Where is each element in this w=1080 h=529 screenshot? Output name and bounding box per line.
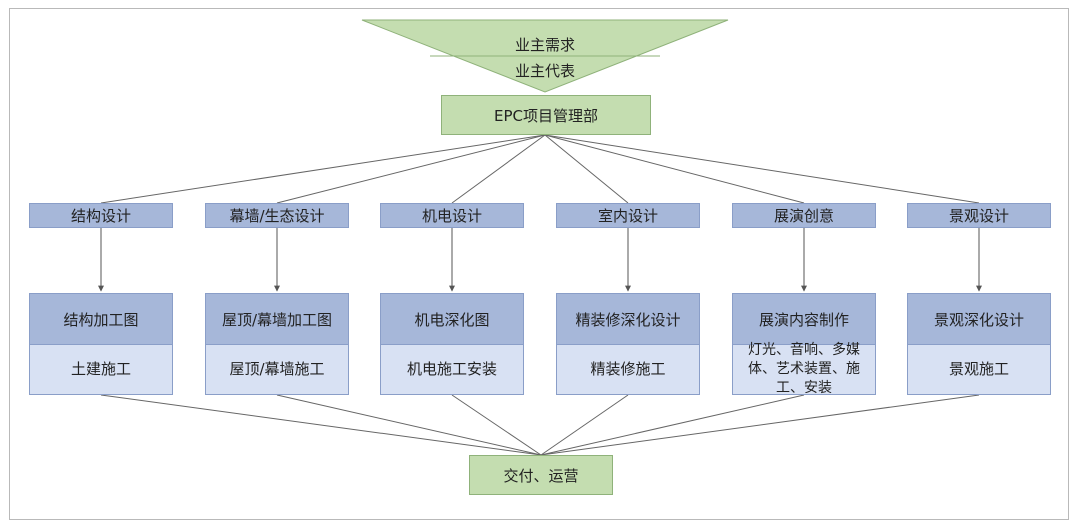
delivery-operation-label: 交付、运营 <box>503 466 579 485</box>
connector-pm-col5 <box>544 134 805 204</box>
epc-management-label: EPC项目管理部 <box>494 106 598 125</box>
detail-box-top: 机电深化图 <box>380 293 524 345</box>
detail-top-label: 结构加工图 <box>63 310 139 329</box>
category-label: 景观设计 <box>948 207 1009 225</box>
detail-bottom-label: 土建施工 <box>70 360 131 379</box>
detail-box-bottom: 景观施工 <box>907 345 1051 395</box>
delivery-operation-box: 交付、运营 <box>469 455 613 495</box>
connector-col5-footer <box>540 394 805 456</box>
connector-pm-col6 <box>544 134 980 204</box>
connector-pm-col1 <box>100 134 546 204</box>
detail-box-top: 展演内容制作 <box>732 293 876 345</box>
connector-pm-col2 <box>276 134 546 204</box>
detail-box-top: 精装修深化设计 <box>556 293 700 345</box>
connector-pm-col3 <box>451 134 546 204</box>
detail-top-label: 展演内容制作 <box>758 310 849 329</box>
detail-top-label: 屋顶/幕墙加工图 <box>221 310 333 329</box>
detail-top-label: 机电深化图 <box>414 310 490 329</box>
detail-box-bottom: 屋顶/幕墙施工 <box>205 345 349 395</box>
diagram-frame <box>9 8 1069 520</box>
detail-bottom-label: 景观施工 <box>948 360 1009 379</box>
detail-box-top: 屋顶/幕墙加工图 <box>205 293 349 345</box>
epc-management-box: EPC项目管理部 <box>441 95 651 135</box>
detail-box-top: 结构加工图 <box>29 293 173 345</box>
detail-bottom-label: 机电施工安装 <box>406 360 497 379</box>
category-box-interior: 室内设计 <box>556 203 700 228</box>
detail-bottom-label: 灯光、音响、多媒体、艺术装置、施工、安装 <box>748 342 860 396</box>
category-box-facade: 幕墙/生态设计 <box>205 203 349 228</box>
detail-box-bottom: 灯光、音响、多媒体、艺术装置、施工、安装 <box>732 342 876 396</box>
detail-bottom-label: 屋顶/幕墙施工 <box>229 360 325 379</box>
category-label: 结构设计 <box>70 207 131 225</box>
detail-box-bottom: 机电施工安装 <box>380 345 524 395</box>
owner-representative-label: 业主代表 <box>514 62 575 80</box>
owner-demand-label: 业主需求 <box>514 36 575 54</box>
detail-top-label: 景观深化设计 <box>933 310 1024 329</box>
category-label: 室内设计 <box>597 207 658 225</box>
detail-box-bottom: 土建施工 <box>29 345 173 395</box>
connector-col2-footer <box>276 394 542 456</box>
connector-col1-footer <box>100 394 542 456</box>
connector-col4-footer <box>540 394 629 456</box>
connector-col3-footer <box>451 394 542 456</box>
category-box-landscape: 景观设计 <box>907 203 1051 228</box>
category-label: 机电设计 <box>421 207 482 225</box>
category-box-mep: 机电设计 <box>380 203 524 228</box>
detail-top-label: 精装修深化设计 <box>575 310 681 329</box>
connector-pm-col4 <box>544 134 629 204</box>
detail-box-bottom: 精装修施工 <box>556 345 700 395</box>
connector-col6-footer <box>540 394 980 456</box>
category-label: 展演创意 <box>773 207 834 225</box>
category-label: 幕墙/生态设计 <box>229 207 325 225</box>
category-box-exhibition: 展演创意 <box>732 203 876 228</box>
detail-bottom-label: 精装修施工 <box>590 360 666 379</box>
category-box-structure: 结构设计 <box>29 203 173 228</box>
detail-box-top: 景观深化设计 <box>907 293 1051 345</box>
